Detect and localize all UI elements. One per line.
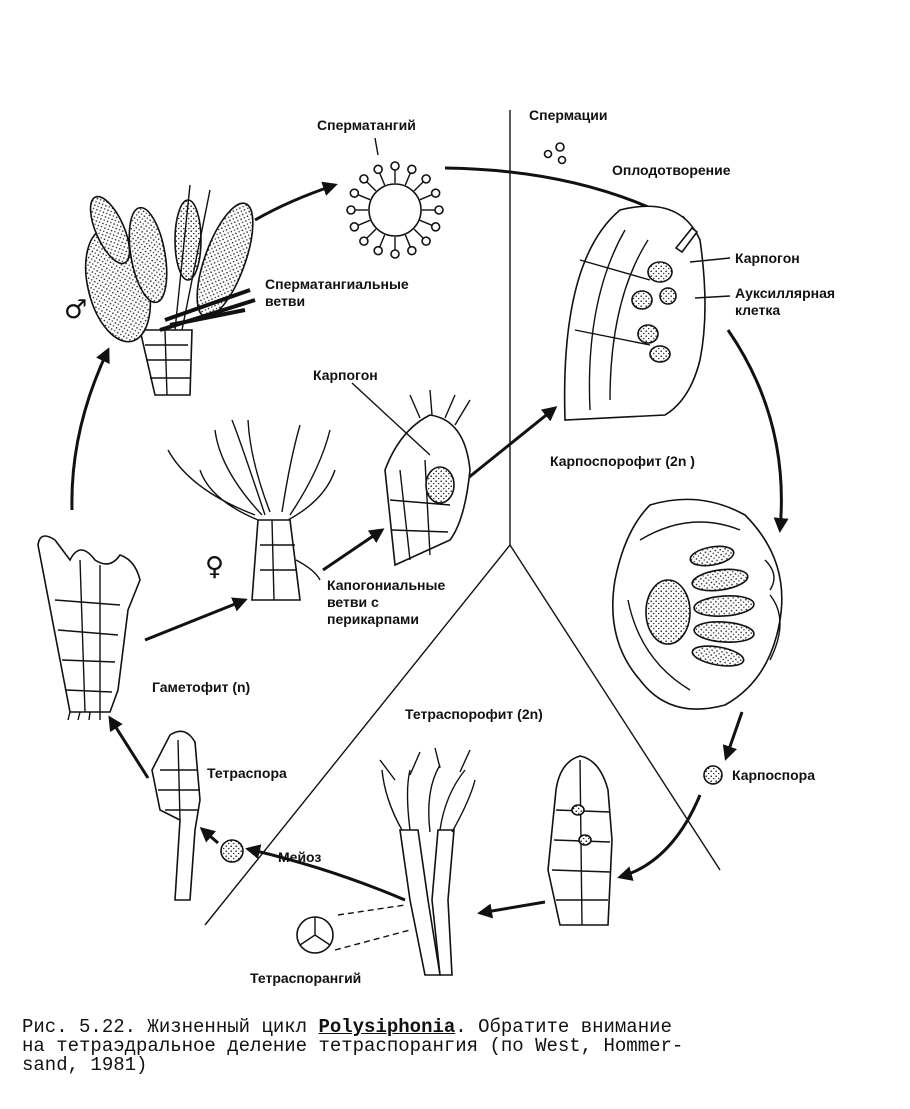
spermatangium-filament [404, 234, 411, 248]
spermatium-cell [430, 222, 441, 232]
spermatangium-filament [357, 194, 371, 201]
label-carpogonial-line1: Капогониальные [327, 577, 445, 593]
label-carpogon-top: Карпогон [735, 250, 800, 266]
arrow-to-tetrasporophyte-young [617, 794, 702, 881]
arrow-to-spermatangium [254, 181, 338, 222]
spermatangium-filament [379, 172, 386, 186]
label-carposporophyte: Карпоспорофит (2n ) [550, 453, 695, 469]
label-carpospore: Карпоспора [732, 767, 815, 783]
tetraspore-germling-illustration [151, 730, 201, 901]
spermatium-cell [359, 236, 369, 246]
label-auxiliary-line2: клетка [735, 302, 780, 318]
spermatangium-illustration [346, 137, 444, 259]
spermatangium-filament [366, 181, 377, 192]
label-spermatangial-line2: ветви [265, 293, 305, 309]
caption-part2: . Обратите внимание на тетраэдральное де… [22, 1016, 684, 1076]
figure-caption: Рис. 5.22. Жизненный цикл Polysiphonia. … [22, 1018, 882, 1075]
arrow-to-carposporophyte [726, 329, 789, 533]
tetraspore-illustration [220, 839, 244, 863]
spermatium-cell [434, 205, 444, 215]
spermatangium-filament [419, 219, 433, 226]
label-tetraspore: Тетраспора [207, 765, 287, 781]
tetrasporangium-illustration [296, 916, 334, 954]
label-carpogon-mid: Карпогон [313, 367, 378, 383]
arrow-meiosis [245, 844, 406, 902]
spermatium-cell [407, 245, 417, 256]
label-spermatangium: Сперматангий [317, 117, 416, 133]
spermatium-cell [359, 174, 369, 184]
arrow-to-carpospore [722, 711, 744, 761]
label-carpogonial-line2: ветви с [327, 594, 379, 610]
spermatangium-filament [357, 219, 371, 226]
arrow-to-gametophyte [108, 715, 150, 779]
spermatium-cell [421, 236, 431, 246]
label-carpogonial-line3: перикарпами [327, 611, 419, 627]
carpogonial-branch-illustration [351, 382, 471, 567]
label-auxiliary-line1: Ауксиллярная [735, 285, 835, 301]
female-gametophyte-illustration [167, 419, 336, 601]
arrow-to-female [144, 597, 248, 642]
spermatium-cell [407, 164, 417, 175]
cycle-arrows [70, 166, 789, 919]
spermatium-cell [373, 245, 383, 256]
fertilization-illustration [563, 205, 731, 421]
cystocarp-illustration [612, 498, 783, 710]
label-spermatangial-line1: Сперматангиальные [265, 276, 409, 292]
spermatium-cell [430, 188, 441, 198]
label-tetrasporangium: Тетраспорангий [250, 970, 361, 986]
spermatium-cell [349, 188, 360, 198]
spermatangium-filament [366, 228, 377, 239]
spermatangium-filament [419, 194, 433, 201]
spermatangium-filament [379, 234, 386, 248]
spermatium-cell [390, 249, 400, 259]
label-gametophyte: Гаметофит (n) [152, 679, 250, 695]
label-fertilization: Оплодотворение [612, 162, 731, 178]
caption-part1: Рис. 5.22. Жизненный цикл [22, 1016, 319, 1038]
label-tetrasporophyte: Тетраспорофит (2n) [405, 706, 543, 722]
caption-genus: Polysiphonia [318, 1016, 456, 1038]
spermatangium-filament [404, 172, 411, 186]
arrow-to-fertilized [467, 406, 558, 480]
male-symbol-icon: ♂ [64, 295, 87, 325]
arrow-to-carpogonial-branch [322, 528, 385, 572]
male-gametophyte-illustration [84, 184, 256, 396]
spermatium-cell [421, 174, 431, 184]
label-spermatia: Спермации [529, 107, 608, 123]
spermatium-cell [346, 205, 356, 215]
arrow-to-male [70, 347, 110, 511]
spermatium-cell [349, 222, 360, 232]
female-symbol-icon: ♀ [205, 552, 224, 582]
gametophyte-illustration [37, 535, 141, 721]
spermatium-cell [373, 164, 383, 175]
spermatangium-filament [413, 181, 424, 192]
spermatangium-filament [413, 228, 424, 239]
generation-dividers [204, 110, 721, 926]
label-meiosis: Мейоз [278, 849, 321, 865]
life-cycle-diagram: ♂ ♀ Сперматангий Спермации Оплодотворени… [37, 107, 835, 986]
arrow-to-tetraspore-germling [199, 827, 219, 845]
arrow-to-tetrasporophyte [477, 900, 546, 919]
spermatium-cell [390, 161, 400, 171]
young-tetrasporophyte-illustration [547, 755, 613, 926]
spermatia-illustration [543, 142, 567, 165]
carpospore-illustration [703, 765, 723, 785]
tetrasporophyte-illustration [334, 747, 476, 976]
